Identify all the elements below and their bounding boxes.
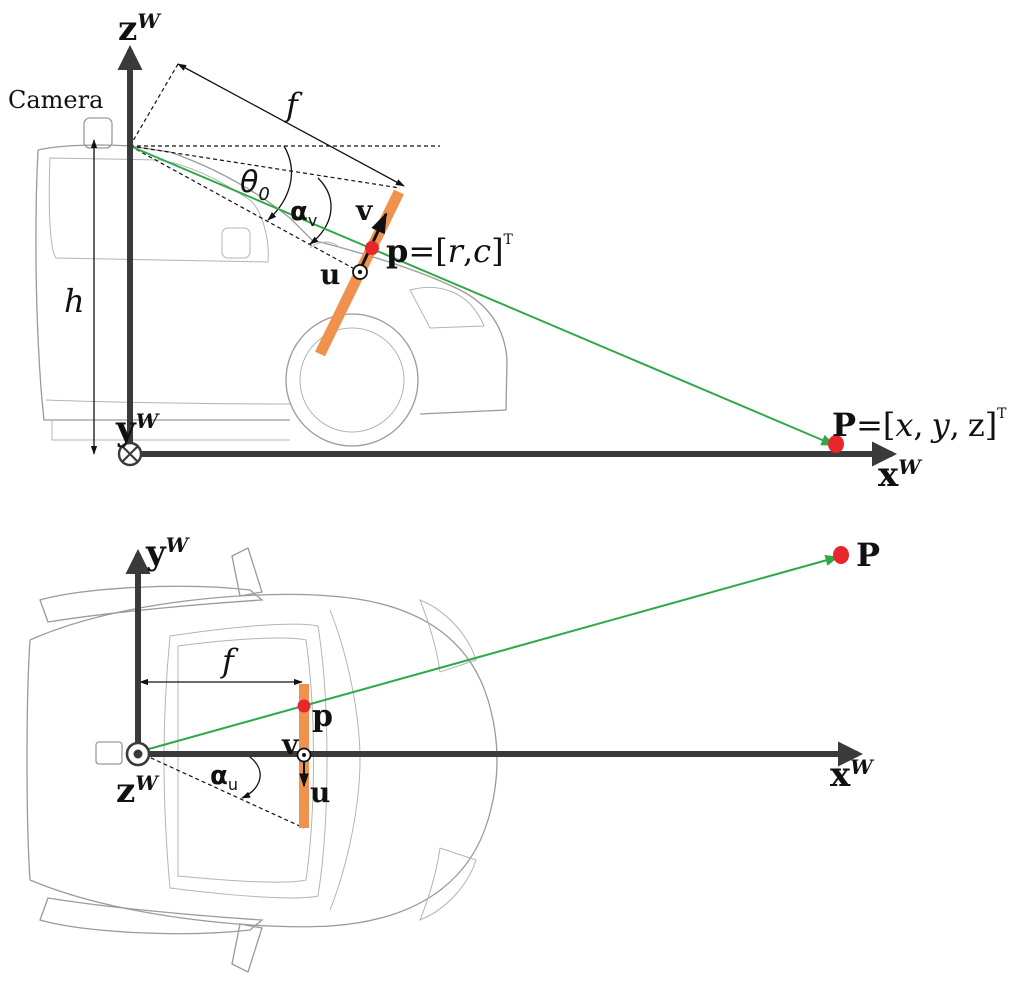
image-point-p-side (365, 241, 379, 255)
image-point-equation: p=[r,c]T (386, 232, 514, 270)
u-origin-icon (352, 264, 368, 280)
z-axis-out-of-page-icon (125, 741, 151, 767)
focal-extension-line (129, 63, 179, 147)
y-axis-into-page-icon (117, 441, 143, 467)
z-axis-label-top: zW (116, 771, 160, 811)
z-axis-label: zW (118, 9, 162, 49)
v-label-top: v (281, 728, 299, 761)
image-point-p-top (297, 699, 311, 713)
u-label-top: u (310, 776, 330, 809)
v-label-side: v (355, 194, 373, 227)
world-point-equation: P=[x,y,z]T (832, 406, 1007, 444)
world-point-P-top (833, 546, 849, 564)
u-label-side: u (320, 258, 340, 291)
y-axis-label: yW (115, 409, 161, 449)
world-point-P-side (828, 435, 844, 453)
image-edge-ray (129, 145, 361, 273)
top-view: yW xW zW f αu v u p P (26, 533, 880, 973)
car-side-outline (35, 117, 508, 447)
camera-box (83, 117, 113, 149)
projection-ray-side (129, 145, 836, 446)
projection-ray-top (137, 554, 840, 753)
alpha-u-label: αu (210, 761, 238, 794)
x-axis-label: xW (878, 455, 923, 495)
focal-length-label-top: f (220, 642, 239, 680)
alpha-u-edge-ray (137, 751, 305, 829)
world-point-label-top: P (856, 536, 880, 574)
x-axis-label-top: xW (830, 755, 875, 795)
alpha-v-arc (309, 177, 332, 245)
height-label: h (64, 282, 85, 320)
focal-length-arrow (177, 63, 405, 187)
image-point-label-top: p (312, 699, 333, 734)
focal-length-label: f (284, 86, 303, 124)
side-view: Camera zW xW yW f h θ0 αv v u p=[r,c]T P… (8, 9, 1007, 495)
camera-box-top (95, 741, 123, 765)
alpha-u-arc (241, 753, 261, 799)
camera-label: Camera (8, 86, 103, 114)
theta0-label: θ0 (240, 165, 270, 205)
y-axis-label-top: yW (145, 533, 191, 573)
theta0-arc (267, 145, 292, 221)
v-origin-icon-top (296, 747, 312, 763)
alpha-v-label: αv (290, 197, 317, 230)
car-top-outline (26, 547, 498, 973)
